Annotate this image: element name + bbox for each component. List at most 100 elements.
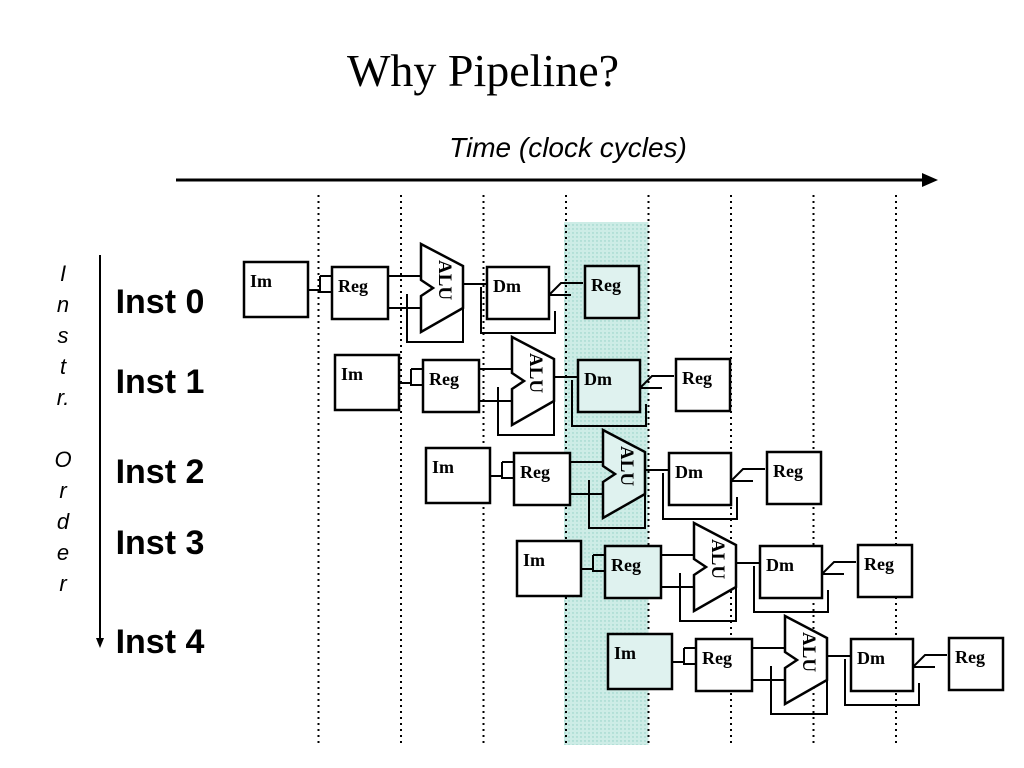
dmem-bypass [571, 380, 647, 427]
wire [399, 368, 423, 386]
dmem-box [576, 358, 642, 414]
reg-read-box [694, 637, 754, 693]
alu-label: ALU [616, 446, 637, 486]
inst-label: Inst 3 [116, 524, 205, 562]
imem-box-label: Im [250, 271, 272, 291]
dmem-bypass [844, 659, 920, 706]
alu-shape [510, 334, 556, 428]
wire [548, 282, 583, 296]
wire [912, 654, 947, 668]
pipeline-row: Im Reg ALU Dm Reg [606, 613, 1005, 715]
time-axis-arrowhead [922, 173, 938, 187]
alu-shadow [406, 294, 464, 343]
order-label-letter: r [59, 571, 68, 596]
reg-read-box [421, 358, 481, 414]
reg-write-box [674, 357, 732, 413]
dmem-box-label: Dm [584, 369, 612, 389]
alu-shape [601, 427, 647, 521]
order-label-letter: d [57, 509, 70, 534]
dmem-bypass [662, 473, 738, 520]
wire [490, 461, 514, 479]
dmem-box-label: Dm [675, 462, 703, 482]
wire [752, 647, 786, 681]
alu-shape [783, 613, 829, 707]
alu-label: ALU [798, 632, 819, 672]
imem-box-label: Im [523, 550, 545, 570]
order-label-letter: I [60, 261, 66, 286]
reg-write-box-label: Reg [682, 368, 712, 388]
pipeline-row: Im Reg ALU Dm Reg [515, 520, 914, 622]
dmem-box [849, 637, 915, 693]
inst-label: Inst 4 [116, 623, 205, 661]
dmem-bypass [753, 566, 829, 613]
wire [570, 461, 604, 495]
page-title: Why Pipeline? [347, 45, 619, 96]
order-label-letter: O [54, 447, 71, 472]
reg-write-box-label: Reg [955, 647, 985, 667]
pipeline-row: Im Reg ALU Dm Reg [424, 427, 823, 529]
reg-write-box-label: Reg [864, 554, 894, 574]
alu-shape [419, 241, 465, 335]
wire [308, 275, 332, 293]
reg-write-box-label: Reg [773, 461, 803, 481]
reg-read-box [512, 451, 572, 507]
wire [730, 468, 765, 482]
pipeline-row: Im Reg ALU Dm Reg [242, 241, 641, 343]
dmem-bypass [480, 287, 556, 334]
reg-read-box-label: Reg [520, 462, 550, 482]
reg-write-box [583, 264, 641, 320]
dmem-box [485, 265, 551, 321]
imem-box-label: Im [341, 364, 363, 384]
instruction-labels: Inst 0 Inst 1 Inst 2 Inst 3 Inst 4 [116, 283, 205, 661]
instruction-order-arrowhead [96, 638, 104, 648]
reg-write-box [947, 636, 1005, 692]
dmem-box [758, 544, 824, 600]
alu-label: ALU [707, 539, 728, 579]
reg-read-box-label: Reg [338, 276, 368, 296]
clock-cycle-dividers [317, 195, 897, 745]
reg-write-box-label: Reg [591, 275, 621, 295]
dmem-box-label: Dm [857, 648, 885, 668]
wire [639, 375, 674, 389]
dmem-box [667, 451, 733, 507]
alu-shadow [588, 480, 646, 529]
reg-write-box [856, 543, 914, 599]
wire [821, 561, 856, 575]
order-label-letter: s [58, 323, 69, 348]
reg-read-box [603, 544, 663, 600]
alu-shape [692, 520, 738, 614]
order-label-letter: r. [57, 385, 70, 410]
alu-shadow [497, 387, 555, 436]
time-axis-label: Time (clock cycles) [449, 132, 687, 163]
pipeline-row: Im Reg ALU Dm Reg [333, 334, 732, 436]
imem-box [515, 539, 583, 598]
inst-label: Inst 1 [116, 363, 205, 401]
reg-read-box-label: Reg [429, 369, 459, 389]
wire [479, 368, 513, 402]
order-label-letter: e [57, 540, 69, 565]
alu-shadow [770, 666, 828, 715]
wire [672, 647, 696, 665]
order-label-letter: n [57, 292, 69, 317]
order-label-letter: t [60, 354, 67, 379]
wire [661, 554, 695, 588]
inst-label: Inst 0 [116, 283, 205, 321]
order-label-letter: r [59, 478, 68, 503]
alu-label: ALU [434, 260, 455, 300]
inst-label: Inst 2 [116, 453, 205, 491]
reg-read-box-label: Reg [702, 648, 732, 668]
reg-read-box [330, 265, 390, 321]
wire [388, 275, 422, 309]
reg-write-box [765, 450, 823, 506]
alu-shadow [679, 573, 737, 622]
imem-box-label: Im [432, 457, 454, 477]
wire [581, 554, 605, 572]
dmem-box-label: Dm [766, 555, 794, 575]
alu-label: ALU [525, 353, 546, 393]
dmem-box-label: Dm [493, 276, 521, 296]
imem-box-label: Im [614, 643, 636, 663]
reg-read-box-label: Reg [611, 555, 641, 575]
